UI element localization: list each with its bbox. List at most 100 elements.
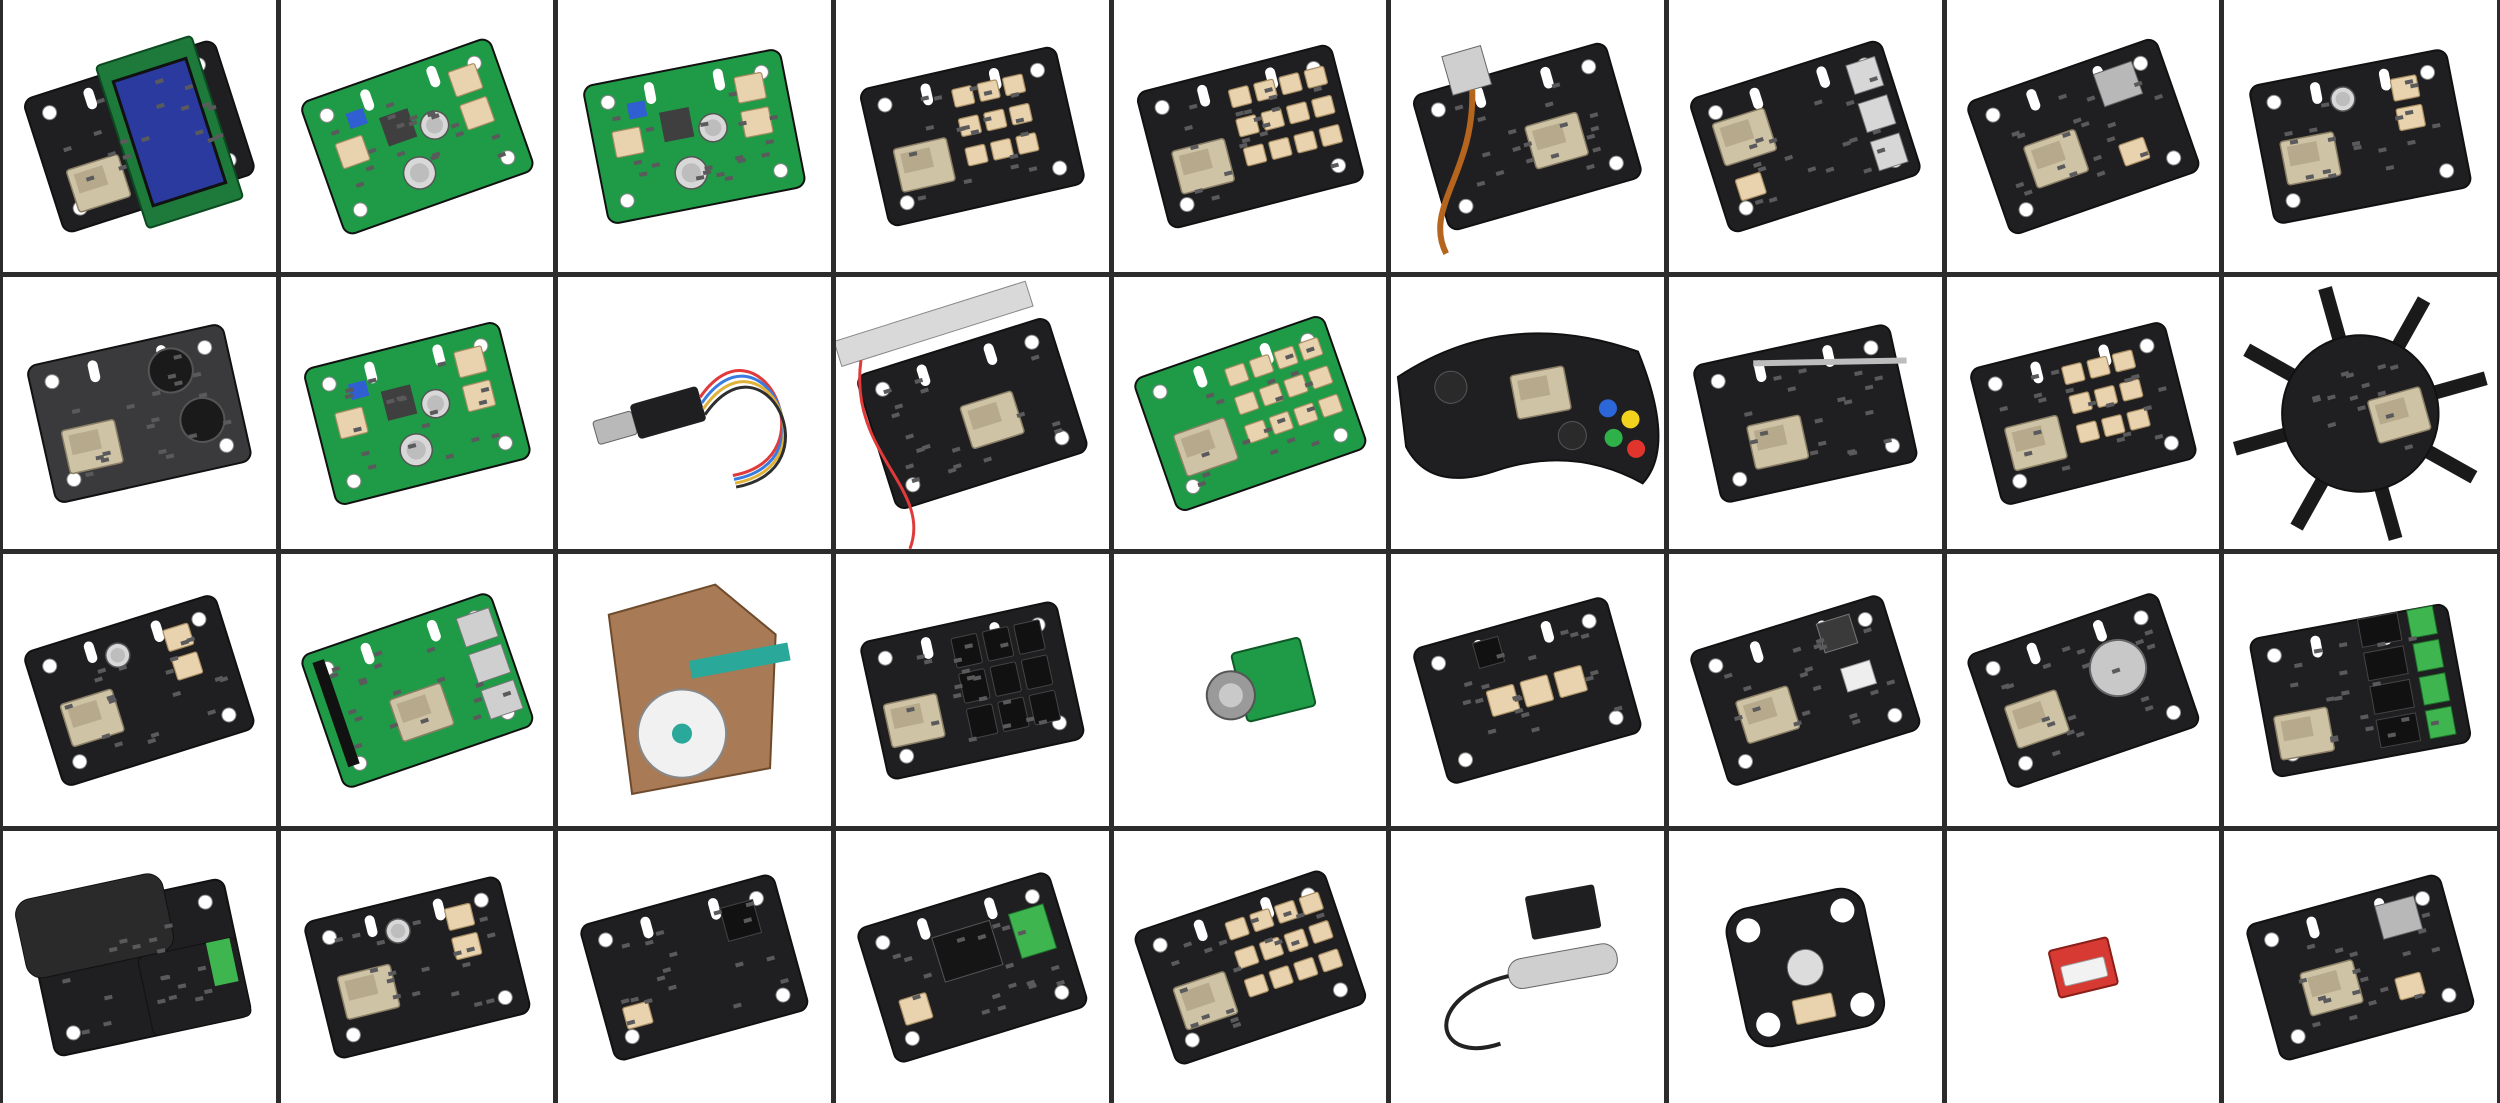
- smd-component: [956, 936, 966, 943]
- smd-component: [126, 403, 135, 410]
- smd-component: [2134, 638, 2144, 646]
- smd-component: [376, 939, 385, 946]
- smd-component: [2144, 629, 2153, 636]
- smd-component: [703, 169, 712, 176]
- smd-component: [2298, 977, 2308, 984]
- smd-component: [2139, 151, 2149, 158]
- smd-component: [1210, 194, 1220, 201]
- esp-shield: [396, 694, 432, 723]
- esp-shield: [2280, 716, 2315, 742]
- smd-component: [102, 450, 111, 457]
- smd-component: [395, 122, 405, 129]
- smd-component: [738, 120, 748, 127]
- esp-shield: [1719, 118, 1755, 148]
- mounting-hole: [1708, 105, 1724, 121]
- product-group: [27, 324, 252, 503]
- smd-component: [2410, 82, 2420, 89]
- smd-component: [97, 667, 107, 674]
- mounting-hole: [2439, 163, 2455, 179]
- smd-component: [883, 387, 893, 395]
- cable: [1444, 974, 1510, 1051]
- smd-component: [1313, 86, 1322, 93]
- smd-component: [2154, 433, 2163, 440]
- smd-component: [2284, 130, 2294, 137]
- keyhole-slot: [1193, 366, 1208, 388]
- smd-component: [2309, 127, 2318, 133]
- mounting-hole: [1332, 982, 1348, 998]
- smd-component: [474, 681, 484, 689]
- smd-component: [1818, 644, 1828, 651]
- mounting-hole: [321, 929, 337, 945]
- smd-component: [925, 124, 935, 131]
- smd-component: [367, 377, 377, 384]
- keyhole-slot: [432, 898, 446, 921]
- mounting-hole: [221, 707, 237, 723]
- smd-component: [1188, 103, 1198, 110]
- buzzer: [179, 396, 226, 444]
- pin-header: [950, 633, 983, 669]
- mounting-hole: [2266, 94, 2282, 110]
- smd-component: [490, 432, 500, 439]
- smd-component: [1585, 675, 1595, 682]
- mounting-hole: [598, 932, 614, 948]
- jst-connector: [2068, 391, 2093, 415]
- keyhole-slot: [364, 915, 378, 938]
- mounting-hole: [197, 340, 213, 356]
- smd-component: [141, 135, 150, 143]
- smd-component: [655, 929, 665, 936]
- smd-component: [2352, 989, 2362, 996]
- smd-component: [1784, 154, 1794, 162]
- jst-connector: [989, 138, 1014, 161]
- jst-connector: [1553, 665, 1589, 698]
- smd-component: [1508, 128, 1517, 135]
- smd-component: [1998, 405, 2008, 412]
- product-group: [607, 583, 791, 796]
- mounting-hole: [899, 748, 915, 764]
- jst-connector: [1227, 85, 1252, 109]
- smd-component: [2142, 405, 2152, 412]
- smd-component: [201, 101, 211, 108]
- product-group: [857, 872, 1088, 1063]
- encoder-shaft: [1218, 683, 1243, 708]
- smd-component: [2290, 682, 2299, 688]
- jst-connector: [1248, 354, 1274, 378]
- enclosure: [15, 873, 174, 979]
- product-tile-motor-driver-board: [3, 554, 276, 826]
- capacitor-top: [425, 116, 443, 134]
- push-button: [1599, 399, 1618, 418]
- smd-component: [2105, 402, 2115, 408]
- smd-component: [2328, 173, 2337, 179]
- smd-component: [2087, 400, 2097, 407]
- smd-component: [1259, 130, 1268, 137]
- smd-component: [953, 657, 963, 664]
- mounting-hole: [1458, 198, 1474, 214]
- smd-component: [156, 948, 166, 954]
- smd-component: [94, 676, 103, 683]
- smd-component: [1817, 440, 1827, 447]
- keyhole-slot: [150, 620, 165, 642]
- product-tile-pick-and-place-feeder: [558, 554, 831, 826]
- smd-component: [2157, 386, 2167, 393]
- esp-shield: [900, 147, 934, 174]
- smd-component: [983, 90, 993, 96]
- smd-component: [108, 697, 117, 704]
- jst-connector: [1283, 374, 1309, 398]
- jst-connector: [1234, 945, 1259, 969]
- esp-shield: [1532, 122, 1567, 151]
- smd-component: [1282, 910, 1292, 918]
- jst-connector: [1734, 171, 1767, 202]
- smd-component: [2314, 648, 2323, 654]
- product-photo: [1444, 884, 1619, 1051]
- smd-component: [1809, 449, 1819, 456]
- smd-component: [85, 471, 94, 478]
- product-tile-relay-board-quad: [2224, 554, 2497, 826]
- mounting-hole: [1985, 660, 2001, 676]
- smd-component: [1869, 76, 1879, 83]
- smd-component: [981, 1008, 991, 1015]
- product-group: [580, 874, 809, 1061]
- jst-connector: [1791, 992, 1837, 1025]
- smd-component: [2322, 168, 2332, 175]
- smd-component: [2050, 369, 2060, 376]
- pcb-board: [1967, 593, 2199, 788]
- product-tile-sd-breakout-board: [2224, 831, 2497, 1103]
